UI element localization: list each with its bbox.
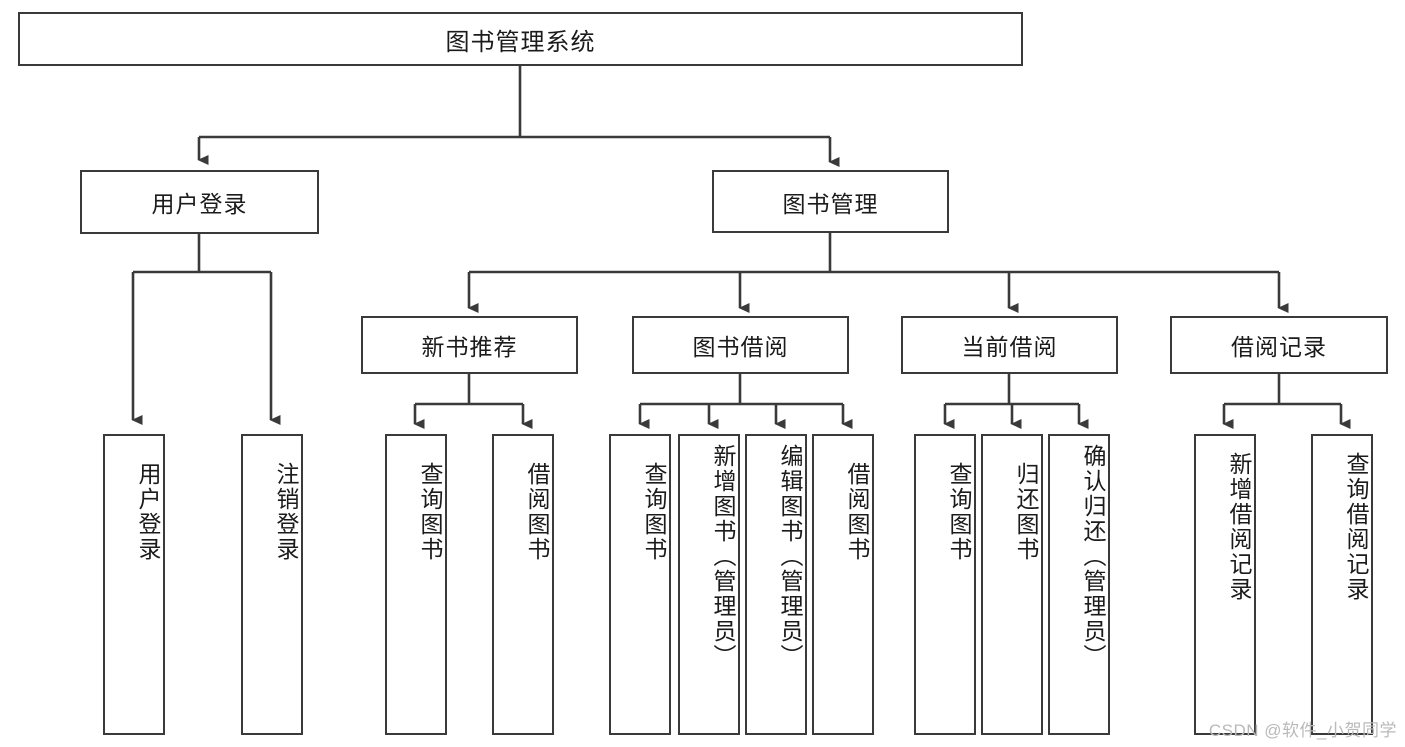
node-user-login[interactable]: 用户登录 [80, 170, 319, 234]
node-book-borrow[interactable]: 图书借阅 [632, 316, 849, 374]
node-root-label: 图书管理系统 [445, 28, 596, 56]
leaf-query-book-1-label: 查询图书 [417, 462, 443, 562]
leaf-query-book-3[interactable]: 查询图书 [914, 434, 976, 735]
node-borrow-record-label: 借阅记录 [1231, 334, 1327, 360]
leaf-borrow-book-2[interactable]: 借阅图书 [812, 434, 874, 735]
node-root[interactable]: 图书管理系统 [18, 12, 1023, 66]
leaf-user-login-label: 用户登录 [135, 462, 161, 562]
leaf-user-login[interactable]: 用户登录 [103, 434, 165, 735]
leaf-query-record-label: 查询借阅记录 [1343, 452, 1369, 602]
leaf-add-book-label: 新增图书（管理员） [710, 444, 736, 669]
node-book-borrow-label: 图书借阅 [692, 334, 789, 360]
leaf-edit-book[interactable]: 编辑图书（管理员） [745, 434, 807, 735]
node-book-manage[interactable]: 图书管理 [712, 170, 949, 233]
node-book-manage-label: 图书管理 [782, 190, 879, 217]
leaf-user-logout-label: 注销登录 [273, 462, 299, 562]
node-new-book-recommend[interactable]: 新书推荐 [361, 316, 578, 374]
leaf-borrow-book-1-label: 借阅图书 [524, 462, 550, 562]
leaf-return-book[interactable]: 归还图书 [981, 434, 1043, 735]
node-current-borrow-label: 当前借阅 [961, 334, 1058, 360]
leaf-query-book-1[interactable]: 查询图书 [385, 434, 447, 735]
leaf-add-record-label: 新增借阅记录 [1226, 452, 1252, 602]
leaf-confirm-return[interactable]: 确认归还（管理员） [1048, 434, 1110, 735]
leaf-confirm-return-label: 确认归还（管理员） [1080, 444, 1106, 669]
leaf-borrow-book-2-label: 借阅图书 [844, 462, 870, 562]
watermark: CSDN @软件_小贺同学 [1208, 721, 1397, 740]
node-borrow-record[interactable]: 借阅记录 [1170, 316, 1388, 374]
leaf-query-book-3-label: 查询图书 [946, 462, 972, 562]
leaf-add-record[interactable]: 新增借阅记录 [1194, 434, 1256, 735]
leaf-query-record[interactable]: 查询借阅记录 [1311, 434, 1373, 735]
node-user-login-label: 用户登录 [151, 191, 248, 217]
node-new-book-recommend-label: 新书推荐 [421, 334, 518, 360]
leaf-edit-book-label: 编辑图书（管理员） [777, 444, 803, 669]
leaf-user-logout[interactable]: 注销登录 [241, 434, 303, 735]
leaf-query-book-2[interactable]: 查询图书 [609, 434, 671, 735]
leaf-query-book-2-label: 查询图书 [641, 462, 667, 562]
leaf-add-book[interactable]: 新增图书（管理员） [678, 434, 740, 735]
node-current-borrow[interactable]: 当前借阅 [901, 316, 1118, 374]
leaf-return-book-label: 归还图书 [1013, 462, 1039, 562]
leaf-borrow-book-1[interactable]: 借阅图书 [492, 434, 554, 735]
